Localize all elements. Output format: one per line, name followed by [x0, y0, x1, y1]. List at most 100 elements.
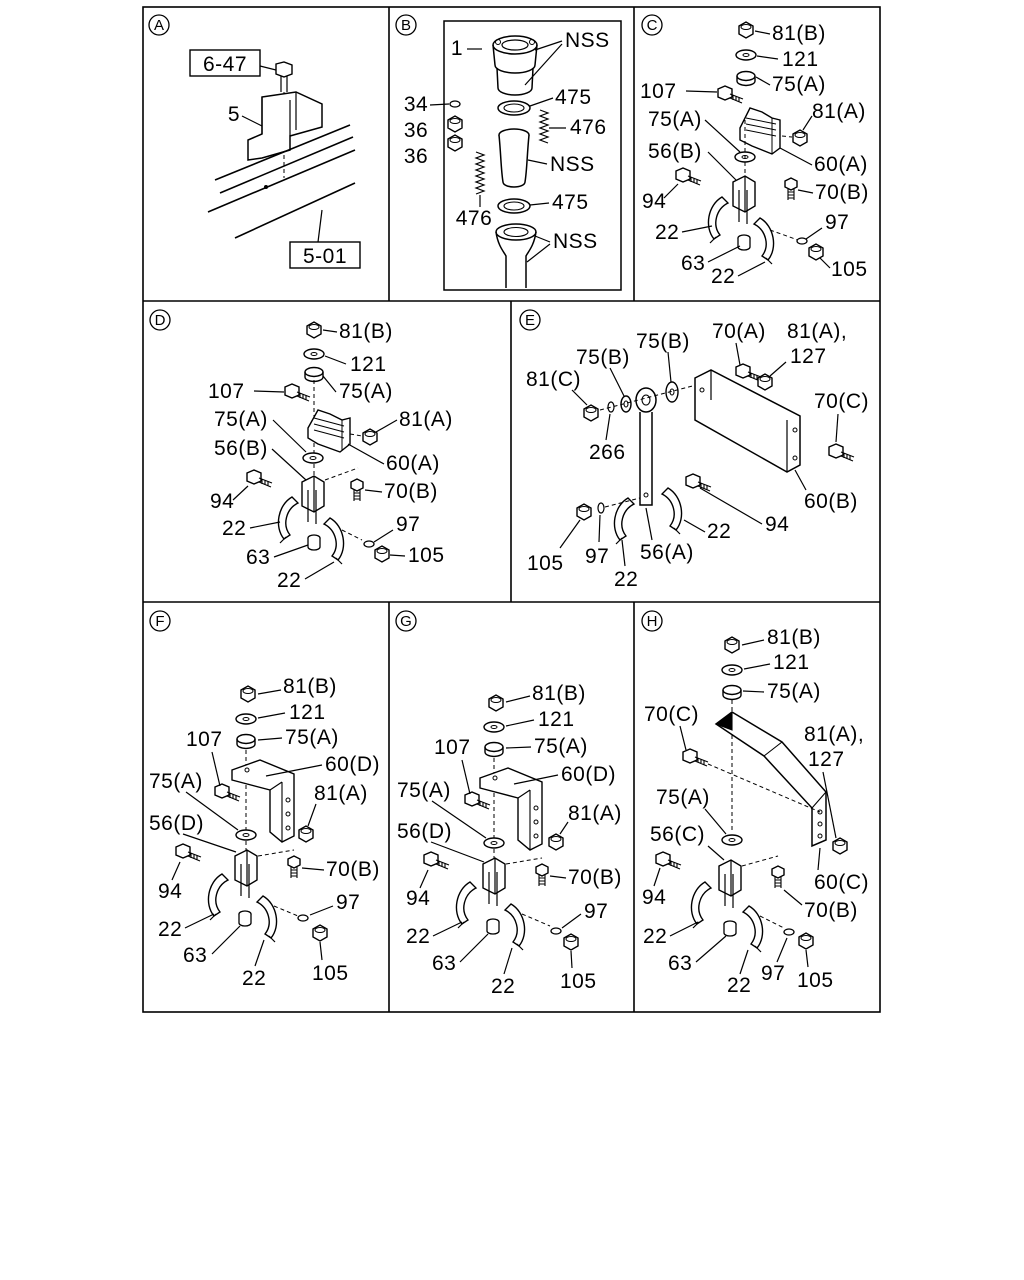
- label-266[interactable]: 266: [589, 441, 626, 464]
- label-22b[interactable]: 22: [727, 974, 751, 997]
- label-22b[interactable]: 22: [242, 967, 266, 990]
- part-1-label[interactable]: 1: [451, 37, 463, 60]
- label-94[interactable]: 94: [406, 887, 430, 910]
- nss-label-1[interactable]: NSS: [565, 29, 610, 52]
- label-121[interactable]: 121: [773, 651, 810, 674]
- label-60b[interactable]: 60(B): [804, 490, 858, 513]
- ref-6-47[interactable]: 6-47: [203, 53, 247, 76]
- label-75a-2[interactable]: 75(A): [397, 779, 451, 802]
- label-81a[interactable]: 81(A),: [804, 723, 864, 746]
- label-81b[interactable]: 81(B): [767, 626, 821, 649]
- label-60a[interactable]: 60(A): [814, 153, 868, 176]
- label-56c[interactable]: 56(C): [650, 823, 705, 846]
- label-22a[interactable]: 22: [707, 520, 731, 543]
- label-121[interactable]: 121: [782, 48, 819, 71]
- label-63[interactable]: 63: [432, 952, 456, 975]
- label-22a[interactable]: 22: [655, 221, 679, 244]
- part-475-label-a[interactable]: 475: [555, 86, 592, 109]
- label-97[interactable]: 97: [396, 513, 420, 536]
- label-94[interactable]: 94: [765, 513, 789, 536]
- label-81a[interactable]: 81(A): [568, 802, 622, 825]
- label-94[interactable]: 94: [642, 190, 666, 213]
- nss-label-2[interactable]: NSS: [550, 153, 595, 176]
- label-105[interactable]: 105: [312, 962, 349, 985]
- label-70c[interactable]: 70(C): [814, 390, 869, 413]
- label-81b[interactable]: 81(B): [339, 320, 393, 343]
- label-22b[interactable]: 22: [277, 569, 301, 592]
- label-121[interactable]: 121: [538, 708, 575, 731]
- part-36-label-b[interactable]: 36: [404, 145, 428, 168]
- label-75a-1[interactable]: 75(A): [772, 73, 826, 96]
- label-94[interactable]: 94: [210, 490, 234, 513]
- label-127[interactable]: 127: [790, 345, 827, 368]
- label-22a[interactable]: 22: [643, 925, 667, 948]
- label-75a-2[interactable]: 75(A): [656, 786, 710, 809]
- ref-5-01[interactable]: 5-01: [303, 245, 347, 268]
- label-22a[interactable]: 22: [158, 918, 182, 941]
- label-97[interactable]: 97: [585, 545, 609, 568]
- label-70b[interactable]: 70(B): [804, 899, 858, 922]
- part-476-label-a[interactable]: 476: [570, 116, 607, 139]
- label-105[interactable]: 105: [560, 970, 597, 993]
- label-81a[interactable]: 81(A): [812, 100, 866, 123]
- label-22b[interactable]: 22: [491, 975, 515, 998]
- label-107[interactable]: 107: [208, 380, 245, 403]
- label-75b-1[interactable]: 75(B): [576, 346, 630, 369]
- part-476-label-b[interactable]: 476: [456, 207, 493, 230]
- label-107[interactable]: 107: [186, 728, 223, 751]
- label-56d[interactable]: 56(D): [149, 812, 204, 835]
- label-75a-1[interactable]: 75(A): [767, 680, 821, 703]
- label-121[interactable]: 121: [350, 353, 387, 376]
- label-105[interactable]: 105: [831, 258, 868, 281]
- label-75a-2[interactable]: 75(A): [648, 108, 702, 131]
- label-70c[interactable]: 70(C): [644, 703, 699, 726]
- label-60d[interactable]: 60(D): [561, 763, 616, 786]
- part-34-label[interactable]: 34: [404, 93, 428, 116]
- label-75a-1[interactable]: 75(A): [534, 735, 588, 758]
- label-70a[interactable]: 70(A): [712, 320, 766, 343]
- label-81a[interactable]: 81(A): [399, 408, 453, 431]
- label-127[interactable]: 127: [808, 748, 845, 771]
- label-56d[interactable]: 56(D): [397, 820, 452, 843]
- label-60a[interactable]: 60(A): [386, 452, 440, 475]
- label-75a-2[interactable]: 75(A): [214, 408, 268, 431]
- label-22a[interactable]: 22: [222, 517, 246, 540]
- label-81b[interactable]: 81(B): [532, 682, 586, 705]
- label-63[interactable]: 63: [183, 944, 207, 967]
- label-70b[interactable]: 70(B): [568, 866, 622, 889]
- label-63[interactable]: 63: [246, 546, 270, 569]
- label-60d[interactable]: 60(D): [325, 753, 380, 776]
- label-97[interactable]: 97: [825, 211, 849, 234]
- label-121[interactable]: 121: [289, 701, 326, 724]
- label-22b[interactable]: 22: [711, 265, 735, 288]
- nss-label-3[interactable]: NSS: [553, 230, 598, 253]
- label-94[interactable]: 94: [158, 880, 182, 903]
- label-81a[interactable]: 81(A),: [787, 320, 847, 343]
- label-70b[interactable]: 70(B): [384, 480, 438, 503]
- label-70b[interactable]: 70(B): [326, 858, 380, 881]
- label-63[interactable]: 63: [668, 952, 692, 975]
- label-56b[interactable]: 56(B): [214, 437, 268, 460]
- label-56b[interactable]: 56(B): [648, 140, 702, 163]
- label-22b[interactable]: 22: [614, 568, 638, 591]
- label-81b[interactable]: 81(B): [283, 675, 337, 698]
- label-22a[interactable]: 22: [406, 925, 430, 948]
- label-81c[interactable]: 81(C): [526, 368, 581, 391]
- label-105[interactable]: 105: [797, 969, 834, 992]
- label-75a-2[interactable]: 75(A): [149, 770, 203, 793]
- label-81a[interactable]: 81(A): [314, 782, 368, 805]
- label-75a-1[interactable]: 75(A): [285, 726, 339, 749]
- label-97[interactable]: 97: [584, 900, 608, 923]
- label-107[interactable]: 107: [434, 736, 471, 759]
- label-56a[interactable]: 56(A): [640, 541, 694, 564]
- label-60c[interactable]: 60(C): [814, 871, 869, 894]
- label-107[interactable]: 107: [640, 80, 677, 103]
- label-63[interactable]: 63: [681, 252, 705, 275]
- label-70b[interactable]: 70(B): [815, 181, 869, 204]
- label-97[interactable]: 97: [336, 891, 360, 914]
- part-36-label-a[interactable]: 36: [404, 119, 428, 142]
- label-81b[interactable]: 81(B): [772, 22, 826, 45]
- part-5-label[interactable]: 5: [228, 103, 240, 126]
- label-94[interactable]: 94: [642, 886, 666, 909]
- label-105[interactable]: 105: [408, 544, 445, 567]
